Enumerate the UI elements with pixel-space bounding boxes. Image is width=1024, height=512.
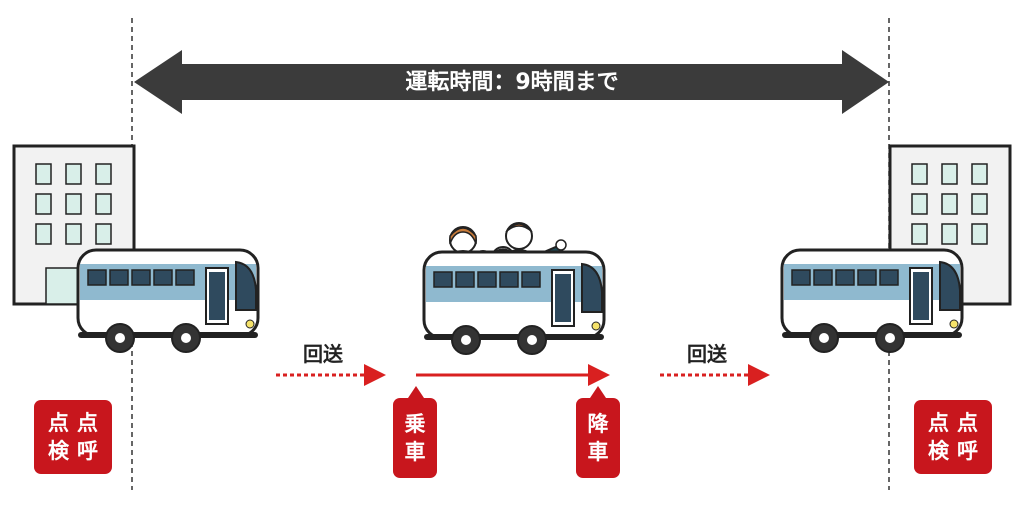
boarding-badge: 乗 車: [393, 398, 437, 478]
alighting-badge-char: 降: [587, 412, 609, 436]
right-badge-char: 点: [957, 411, 978, 435]
left-bus-icon: [76, 248, 260, 354]
right-transfer-label: 回送: [687, 342, 727, 366]
alighting-badge: 降 車: [576, 398, 620, 478]
left-transfer-arrow: [276, 364, 386, 386]
right-inspection-badge: 点 点 検 呼: [914, 400, 992, 474]
left-badge-char: 検: [48, 439, 69, 463]
operating-time-label: 運転時間：9時間まで: [405, 70, 619, 95]
left-badge-char: 点: [77, 411, 98, 435]
boarding-badge-char: 乗: [404, 412, 426, 436]
left-inspection-badge: 点 点 検 呼: [34, 400, 112, 474]
alight-badge-pointer: [590, 386, 606, 398]
center-bus-icon: [422, 250, 606, 356]
boarding-badge-char: 車: [404, 440, 426, 464]
left-transfer-label: 回送: [303, 342, 343, 366]
left-badge-char: 点: [48, 411, 69, 435]
left-badge-char: 呼: [77, 439, 98, 463]
board-badge-pointer: [408, 386, 424, 398]
right-badge-char: 呼: [957, 439, 978, 463]
right-badge-char: 検: [928, 439, 949, 463]
right-bus-icon: [780, 248, 964, 354]
ride-arrow: [416, 364, 610, 386]
right-transfer-arrow: [660, 364, 770, 386]
operating-time-arrow: [134, 50, 889, 114]
right-badge-char: 点: [928, 411, 949, 435]
alighting-badge-char: 車: [587, 440, 609, 464]
